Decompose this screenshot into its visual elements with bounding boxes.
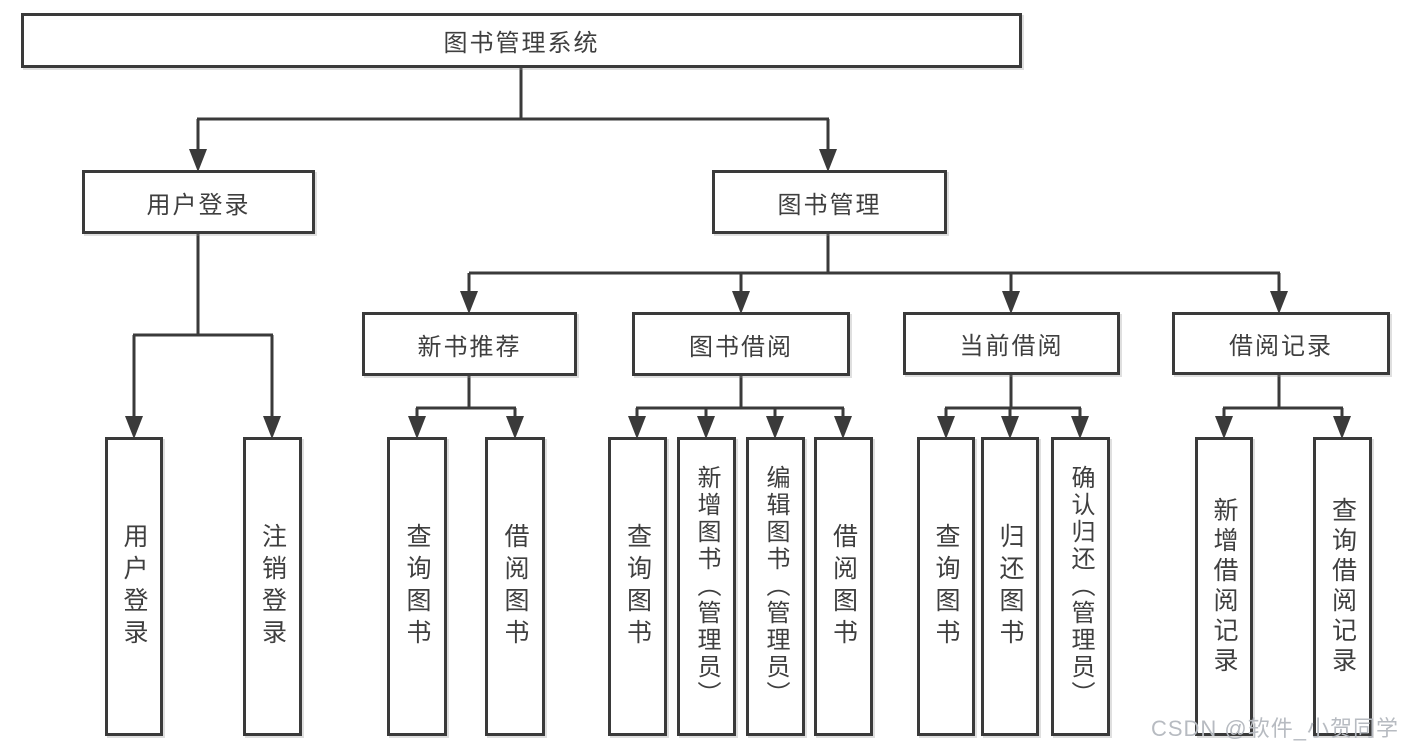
node-current-borrow: 当前借阅 bbox=[903, 312, 1120, 375]
arrowhead-icon bbox=[460, 291, 478, 314]
leaf-add-books-admin: 新增图书（管理员） bbox=[677, 437, 736, 736]
leaf-logout-label: 注销登录 bbox=[258, 522, 287, 651]
arrowhead-icon bbox=[628, 416, 646, 439]
leaf-return-books-label: 归还图书 bbox=[996, 522, 1024, 651]
leaf-query-books-borrow-label: 查询图书 bbox=[623, 522, 652, 651]
arrowhead-icon bbox=[697, 416, 715, 439]
node-user-login: 用户登录 bbox=[82, 170, 315, 234]
arrowhead-icon bbox=[1071, 416, 1089, 439]
arrowhead-icon bbox=[125, 416, 143, 439]
node-root: 图书管理系统 bbox=[21, 13, 1022, 68]
node-root-label: 图书管理系统 bbox=[443, 30, 600, 57]
leaf-borrow-books: 借阅图书 bbox=[814, 437, 873, 736]
leaf-confirm-return-admin: 确认归还（管理员） bbox=[1051, 437, 1110, 736]
arrowhead-icon bbox=[1333, 416, 1351, 439]
leaf-query-books-borrow: 查询图书 bbox=[608, 437, 667, 736]
arrowhead-icon bbox=[1215, 416, 1233, 439]
node-new-book-recommend-label: 新书推荐 bbox=[417, 333, 522, 361]
watermark: CSDN @软件_小贺同学 bbox=[1150, 716, 1399, 741]
arrowhead-icon bbox=[766, 416, 784, 439]
leaf-borrow-books-label: 借阅图书 bbox=[829, 522, 858, 651]
arrowhead-icon bbox=[1001, 416, 1019, 439]
arrowhead-icon bbox=[834, 416, 852, 439]
node-book-borrow-label: 图书借阅 bbox=[689, 333, 793, 361]
leaf-borrow-books-recommend: 借阅图书 bbox=[485, 437, 545, 736]
leaf-return-books: 归还图书 bbox=[981, 437, 1039, 736]
arrowhead-icon bbox=[189, 149, 207, 172]
leaf-user-login: 用户登录 bbox=[105, 437, 163, 736]
leaf-logout: 注销登录 bbox=[243, 437, 302, 736]
leaf-edit-books-admin: 编辑图书（管理员） bbox=[746, 437, 805, 736]
arrowhead-icon bbox=[937, 416, 955, 439]
leaf-confirm-return-admin-label: 确认归还（管理员） bbox=[1067, 465, 1094, 708]
arrowhead-icon bbox=[1002, 291, 1020, 314]
node-current-borrow-label: 当前借阅 bbox=[959, 333, 1064, 360]
connector-user-login bbox=[132, 234, 274, 417]
node-borrow-records-label: 借阅记录 bbox=[1229, 333, 1333, 360]
connector-book-management bbox=[467, 234, 1281, 293]
arrowhead-icon bbox=[819, 149, 837, 172]
leaf-add-borrow-record: 新增借阅记录 bbox=[1195, 437, 1253, 736]
connector-borrow-records bbox=[1222, 375, 1344, 418]
leaf-query-books-current: 查询图书 bbox=[917, 437, 975, 736]
node-book-borrow: 图书借阅 bbox=[632, 312, 850, 376]
arrowhead-icon bbox=[1270, 291, 1288, 314]
leaf-query-books-recommend: 查询图书 bbox=[387, 437, 447, 736]
node-new-book-recommend: 新书推荐 bbox=[362, 312, 577, 376]
leaf-query-books-current-label: 查询图书 bbox=[932, 522, 960, 651]
connector-current-borrow bbox=[944, 375, 1082, 418]
leaf-query-borrow-record-label: 查询借阅记录 bbox=[1328, 496, 1357, 677]
leaf-add-borrow-record-label: 新增借阅记录 bbox=[1210, 496, 1238, 677]
connector-root bbox=[196, 68, 830, 151]
arrowhead-icon bbox=[408, 416, 426, 439]
arrowhead-icon bbox=[263, 416, 281, 439]
node-user-login-label: 用户登录 bbox=[146, 191, 251, 219]
node-book-management: 图书管理 bbox=[712, 170, 947, 234]
leaf-borrow-books-recommend-label: 借阅图书 bbox=[501, 522, 529, 651]
leaf-user-login-label: 用户登录 bbox=[120, 522, 148, 651]
leaf-edit-books-admin-label: 编辑图书（管理员） bbox=[762, 465, 789, 708]
leaf-query-borrow-record: 查询借阅记录 bbox=[1313, 437, 1372, 736]
arrowhead-icon bbox=[732, 291, 750, 314]
connector-new-book-recommend bbox=[415, 376, 517, 418]
leaf-query-books-recommend-label: 查询图书 bbox=[403, 522, 431, 651]
leaf-add-books-admin-label: 新增图书（管理员） bbox=[693, 465, 720, 708]
arrowhead-icon bbox=[506, 416, 524, 439]
node-book-management-label: 图书管理 bbox=[777, 191, 882, 219]
connector-book-borrow bbox=[635, 376, 845, 418]
node-borrow-records: 借阅记录 bbox=[1172, 312, 1390, 375]
